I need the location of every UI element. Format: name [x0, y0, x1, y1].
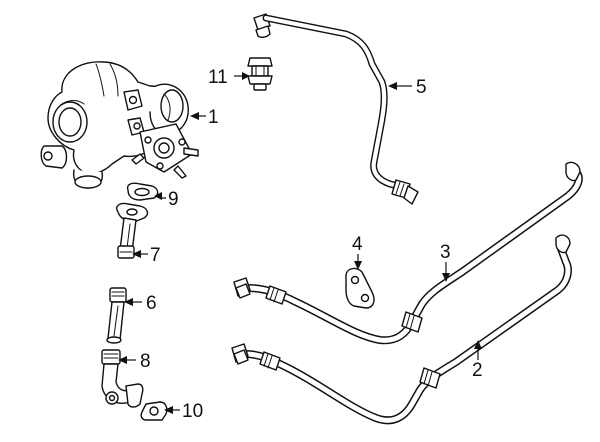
callout-6: 6 — [146, 293, 157, 314]
cooler-line-part-2 — [231, 234, 572, 425]
callout-4: 4 — [352, 234, 363, 255]
callout-numbers: 1 11 5 9 7 6 8 10 4 3 2 — [140, 67, 483, 422]
fitting-part-11 — [247, 57, 273, 91]
elbow-pipe-part-8 — [101, 349, 144, 408]
oil-tube-part-7 — [116, 202, 149, 259]
callout-2: 2 — [472, 360, 483, 381]
callout-3: 3 — [440, 242, 451, 263]
bracket-part-4 — [345, 267, 375, 309]
gasket-part-9 — [126, 182, 159, 201]
gasket-part-10 — [140, 401, 168, 421]
hose-part-6 — [106, 287, 127, 344]
turbocharger — [40, 61, 199, 189]
callout-10: 10 — [182, 401, 203, 422]
callout-8: 8 — [140, 351, 151, 372]
callout-5: 5 — [416, 77, 427, 98]
callout-leaders — [118, 72, 482, 414]
callout-9: 9 — [168, 189, 179, 210]
oil-line-part-5 — [253, 13, 419, 205]
callout-7: 7 — [150, 245, 161, 266]
callout-11: 11 — [208, 67, 228, 88]
cooler-line-part-3 — [233, 161, 583, 345]
callout-1: 1 — [208, 107, 219, 128]
